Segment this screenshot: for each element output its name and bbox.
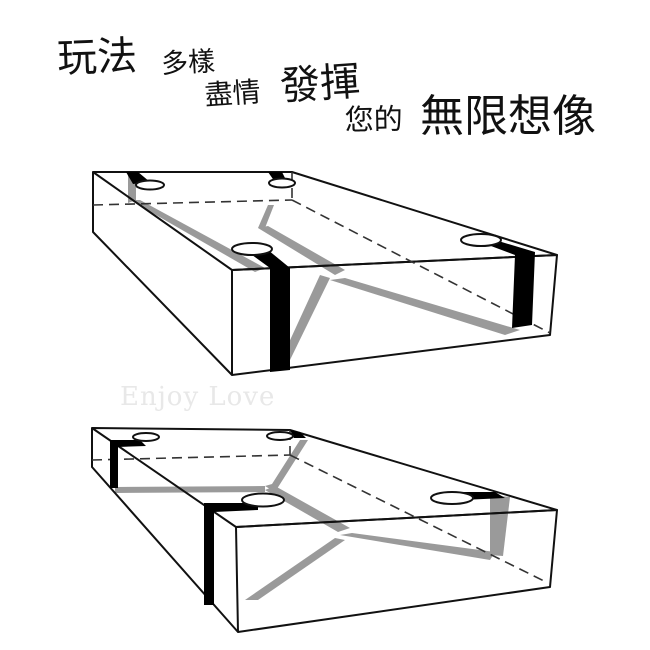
mattress-top xyxy=(92,171,558,376)
cuffs-bottom xyxy=(132,431,474,508)
strap-shadows-bottom xyxy=(115,440,510,600)
strap-shadows-top xyxy=(128,175,520,362)
cuffs-top xyxy=(135,177,502,256)
headline-line3-large: 無限想像 xyxy=(420,91,596,142)
mattress-bottom xyxy=(91,427,558,633)
watermark: Enjoy Love xyxy=(120,382,276,412)
